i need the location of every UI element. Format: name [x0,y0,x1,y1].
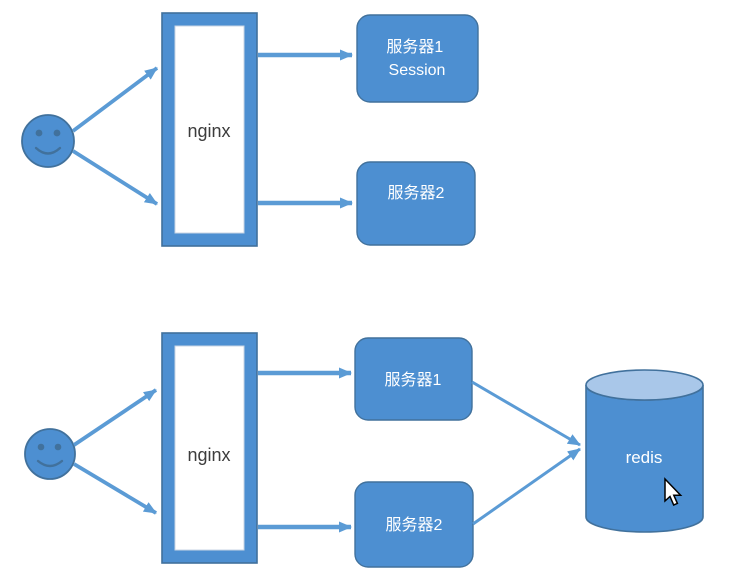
smiley-face-icon [24,428,76,480]
server1-label: 服务器1 Session [386,38,447,79]
server1-label: 服务器1 [385,371,442,389]
top-diagram: nginx 服务器1 Session 服务器2 [21,12,479,247]
server2-node: 服务器2 [354,481,474,568]
smiley-right-eye [53,129,61,137]
smiley-head [24,428,76,480]
arrow-client-to-nginx-lower [71,149,159,206]
nginx-label: nginx [187,445,230,465]
server1-label-line2: Session [389,62,446,79]
arrow-server2-to-redis [472,447,581,526]
server1-node: 服务器1 [354,337,473,421]
smiley-mouth [34,146,62,155]
server1-label-line1: 服务器1 [386,38,443,56]
server1-box [354,337,473,421]
mouse-pointer-shape [664,477,683,506]
server2-box [356,161,476,246]
nginx-frame-inner [174,345,245,551]
server2-label: 服务器2 [386,516,443,534]
server1-node: 服务器1 Session [356,14,479,103]
redis-cylinder-top [585,369,704,401]
smiley-face-icon [21,114,75,168]
bottom-diagram: nginx 服务器1 服务器2 redis [24,332,704,568]
smiley-left-eye [35,129,43,137]
arrow-client-to-nginx-upper [72,388,158,447]
server2-box [354,481,474,568]
server1-box [356,14,479,103]
nginx-frame-inner [174,25,245,234]
smiley-left-eye [37,443,45,451]
mouse-pointer-icon [664,477,683,506]
nginx-node: nginx [161,332,258,564]
redis-label: redis [626,448,663,467]
arrow-client-to-nginx-upper [71,66,159,133]
smiley-mouth [36,459,64,468]
redis-database-node: redis [585,369,704,533]
arrow-client-to-nginx-lower [73,462,157,515]
nginx-label: nginx [187,121,230,141]
smiley-head [21,114,75,168]
server2-label: 服务器2 [388,184,445,202]
arrow-server1-to-redis [471,380,581,447]
smiley-right-eye [54,443,62,451]
nginx-node: nginx [161,12,258,247]
server2-node: 服务器2 [356,161,476,246]
